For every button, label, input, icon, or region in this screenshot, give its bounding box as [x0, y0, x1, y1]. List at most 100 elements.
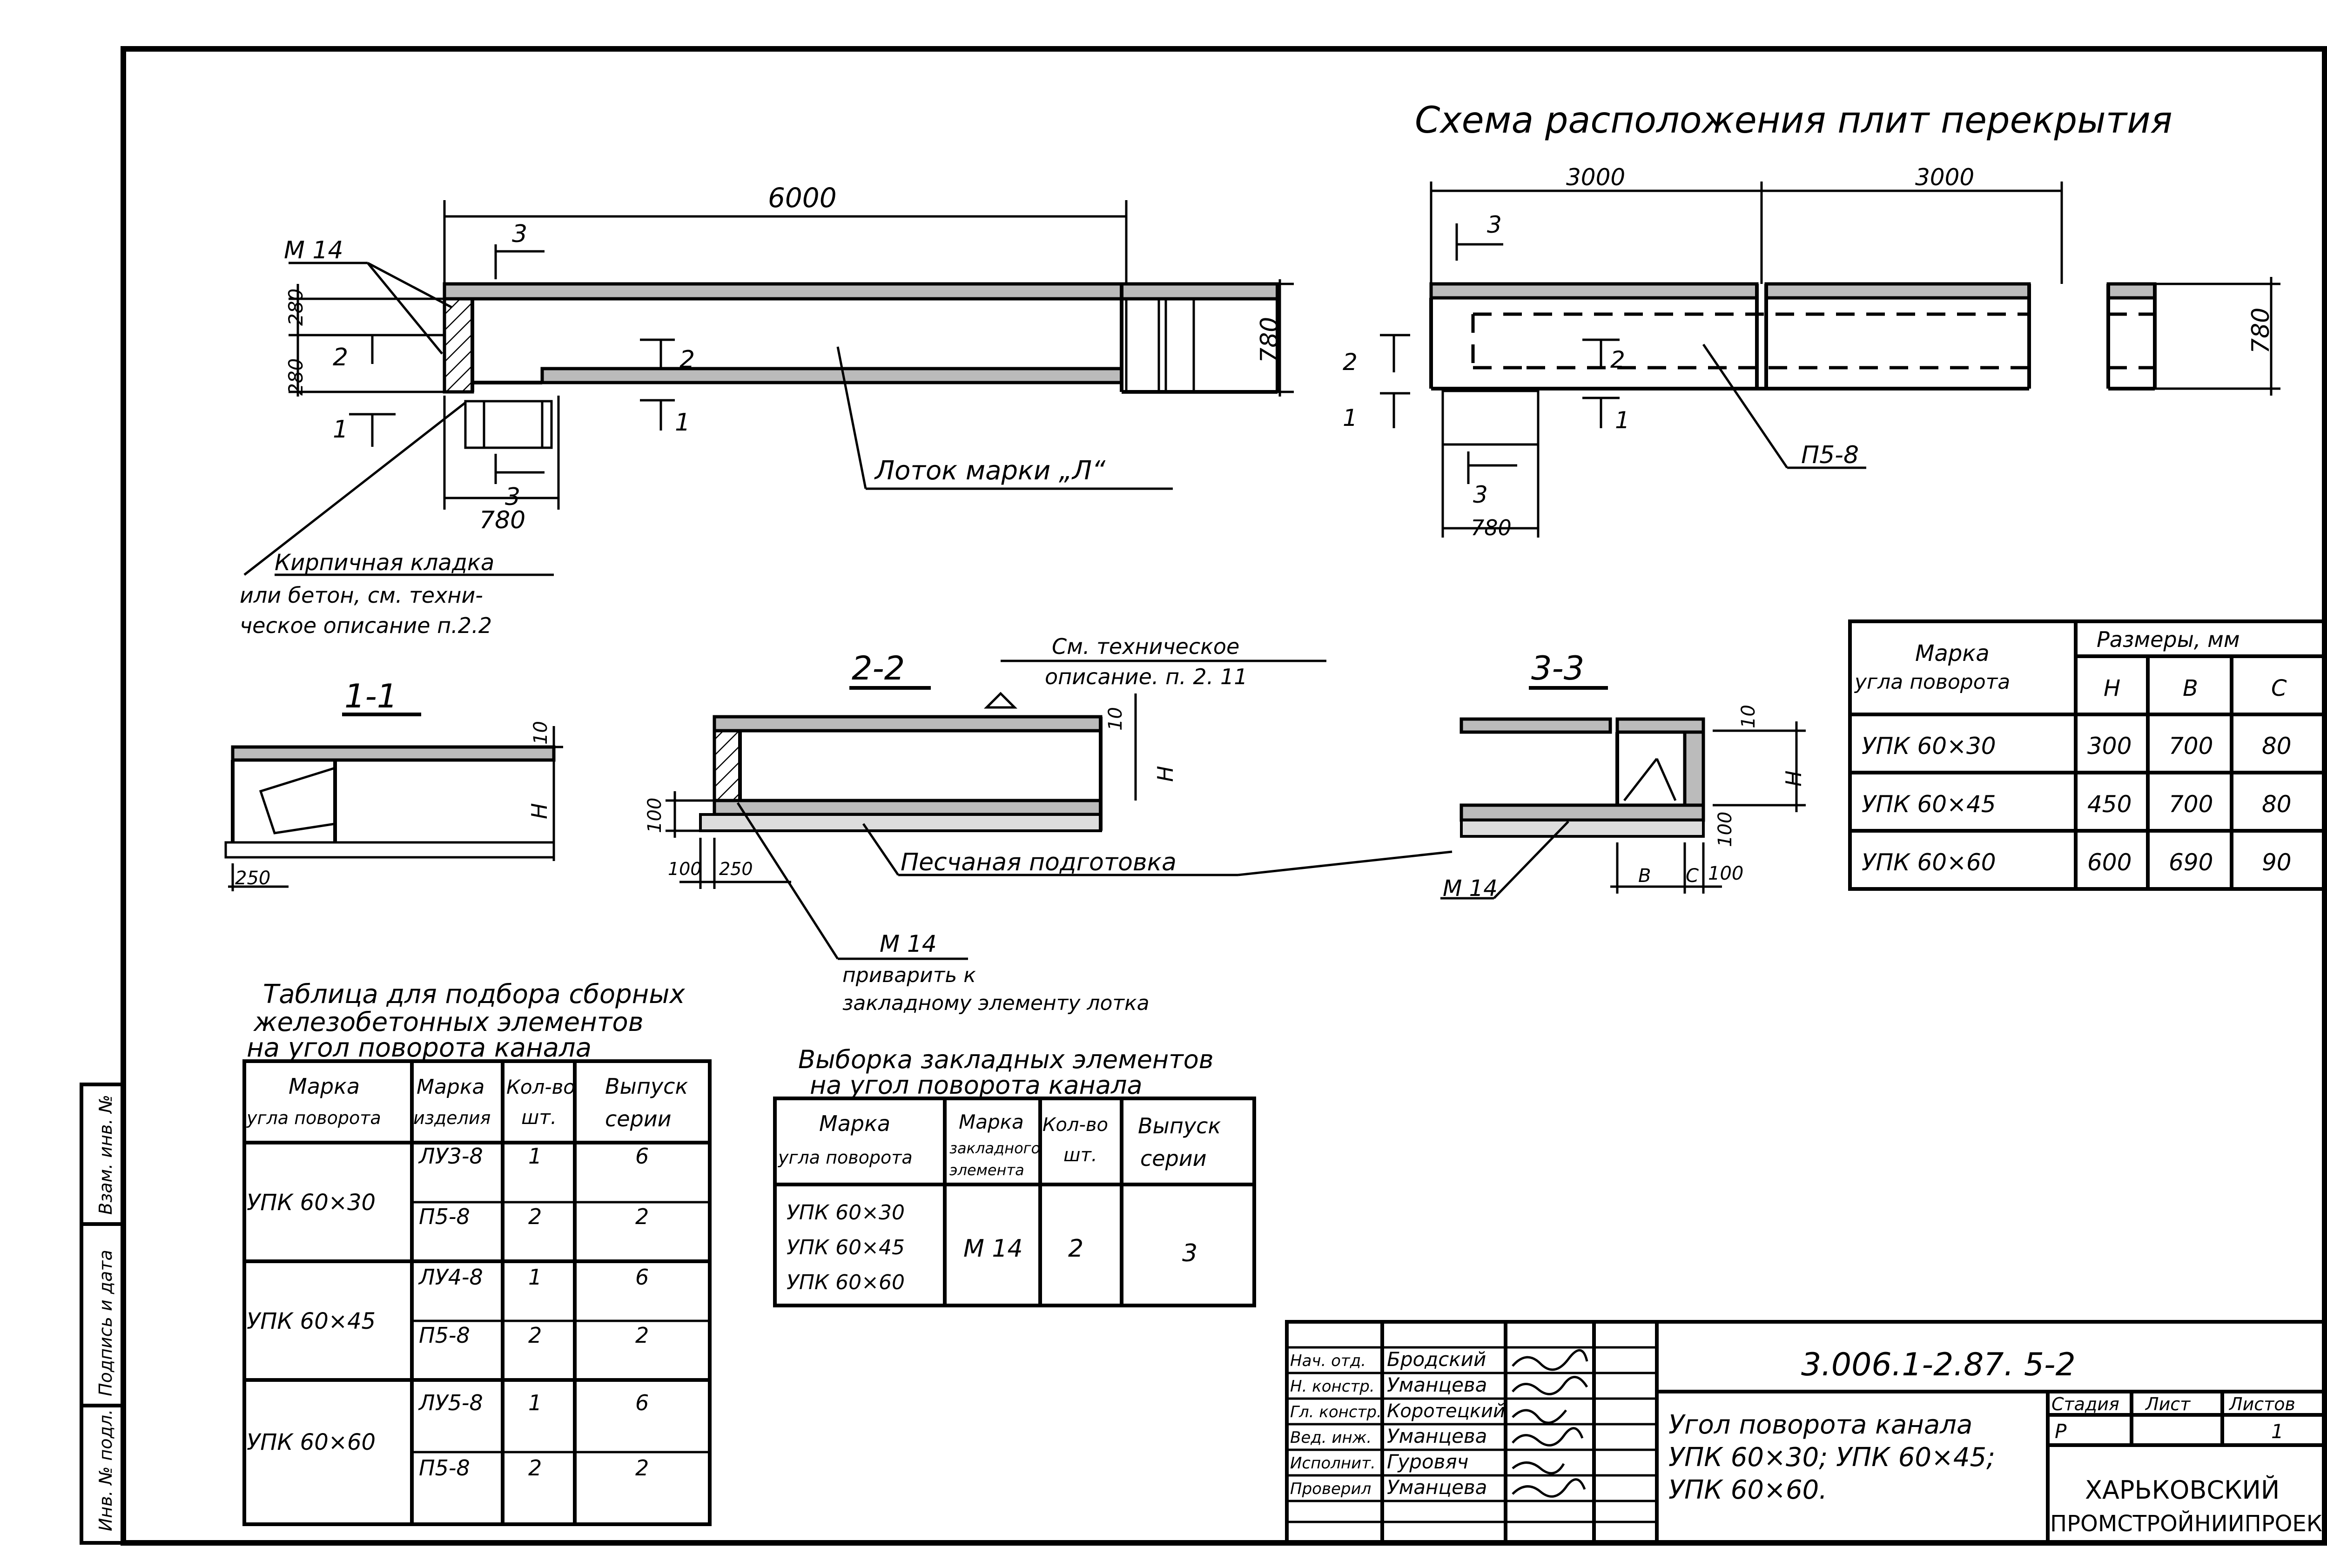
embed-series: 3 — [1182, 1239, 1197, 1267]
embed-mark-2: УПК 60×45 — [787, 1236, 905, 1259]
select-g2-q1: 1 — [528, 1265, 542, 1290]
embed-h1a: Марка — [819, 1111, 890, 1136]
brick-note-3: ческое описание п.2.2 — [240, 613, 492, 638]
tb-role-3: Гл. констр. — [1290, 1403, 1382, 1421]
select-h2a: Марка — [417, 1075, 484, 1099]
select-g1-q2: 2 — [528, 1204, 542, 1229]
dims-row3-c: 90 — [2262, 849, 2292, 876]
select-g1-q1: 1 — [528, 1144, 542, 1169]
plan-title: Схема расположения плит перекрытия — [1415, 100, 2172, 141]
section-1-1-title: 1-1 — [344, 677, 397, 715]
plan-left-cut-1b: 1 — [675, 409, 690, 437]
section-3-3-title: 3-3 — [1531, 649, 1584, 687]
plan-left-dim-height: 780 — [1256, 317, 1284, 363]
section-3-3-dim-b: В — [1638, 865, 1651, 887]
slab-label: П5-8 — [1801, 441, 1859, 469]
section-3-3: 3-3 H 10 100 В С 100 М 14 — [1440, 649, 1806, 902]
section-3-3-dim-100: 100 — [1708, 863, 1743, 884]
select-g1-s2: 2 — [635, 1204, 649, 1229]
tb-name-3: Коротецкий — [1387, 1400, 1505, 1422]
plan-left-m14: М 14 — [284, 236, 343, 264]
plan-right-cut-1: 1 — [1343, 404, 1358, 431]
section-3-3-dim-c: С — [1686, 865, 1699, 887]
side-stamp-replace: Взам. инв. № — [95, 1095, 116, 1215]
plan-right-cut-2b: 2 — [1610, 346, 1625, 373]
dims-col-h: Н — [2104, 675, 2120, 701]
plan-right-cut-3: 3 — [1487, 211, 1502, 238]
dims-row2-h: 450 — [2087, 791, 2132, 818]
plan-left-dim-bottom-offset: 280 — [284, 358, 307, 396]
plan-left-dim-bottom: 780 — [479, 506, 525, 534]
dims-row2-mark: УПК 60×45 — [1862, 791, 1996, 818]
select-h4b: серии — [605, 1106, 672, 1131]
select-g2-i2: П5-8 — [419, 1323, 470, 1348]
brick-note-2: или бетон, см. техни- — [240, 583, 483, 608]
select-g2-mark: УПК 60×45 — [247, 1308, 376, 1334]
select-g1-mark: УПК 60×30 — [247, 1190, 376, 1216]
tb-role-2: Н. констр. — [1290, 1377, 1375, 1396]
embed-h3a: Кол-во — [1042, 1114, 1108, 1136]
plan-left-cut-2b: 2 — [679, 346, 695, 374]
select-g3-q2: 2 — [528, 1455, 542, 1481]
select-h1b: угла поворота — [246, 1108, 381, 1128]
tb-name-2: Уманцева — [1387, 1373, 1487, 1396]
embed-h2c: элемента — [949, 1161, 1024, 1179]
tb-stage-label: Стадия — [2051, 1394, 2119, 1414]
dimensions-table: Марка угла поворота Размеры, мм Н В С УП… — [1848, 619, 2327, 891]
signature-5 — [1512, 1461, 1565, 1474]
signature-6 — [1512, 1478, 1586, 1498]
tb-org-2: ПРОМСТРОЙНИИПРОЕКТ — [2050, 1510, 2327, 1537]
side-stamp: Инв. № подл. Подпись и дата Взам. инв. № — [80, 1083, 125, 1545]
select-h3b: шт. — [521, 1106, 557, 1129]
dims-row1-mark: УПК 60×30 — [1862, 733, 1996, 760]
select-g3-q1: 1 — [528, 1390, 542, 1415]
tb-name-6: Уманцева — [1387, 1476, 1487, 1499]
embed-title-1: Выборка закладных элементов — [798, 1045, 1214, 1074]
select-h3a: Кол-во — [506, 1076, 575, 1098]
tb-role-4: Вед. инж. — [1290, 1428, 1372, 1447]
section-1-1-dim-top: 10 — [530, 721, 551, 745]
dims-row2-c: 80 — [2262, 791, 2292, 818]
select-g2-i1: ЛУ4-8 — [418, 1265, 483, 1290]
section-2-2-dim-left: 100 — [644, 798, 666, 833]
plan-right-cut-2: 2 — [1343, 349, 1358, 376]
dims-row1-c: 80 — [2262, 733, 2292, 760]
select-g2-s2: 2 — [635, 1323, 649, 1348]
side-stamp-sign: Подпись и дата — [95, 1250, 116, 1396]
select-title-1: Таблица для подбора сборных — [263, 979, 685, 1009]
embed-title-2: на угол поворота канала — [810, 1070, 1143, 1100]
select-g3-s1: 6 — [635, 1390, 649, 1415]
embed-h2b: закладного — [949, 1139, 1040, 1157]
section-2-2-note-2: описание. п. 2. 11 — [1045, 664, 1247, 689]
section-1-1-dim-bottom: 250 — [235, 868, 270, 889]
dims-col-c: С — [2271, 675, 2287, 701]
tb-stage: Р — [2055, 1420, 2067, 1443]
dims-row3-b: 690 — [2169, 849, 2213, 876]
plan-right-cut-1b: 1 — [1615, 407, 1630, 434]
dims-row1-h: 300 — [2087, 733, 2132, 760]
signature-4 — [1512, 1427, 1584, 1447]
embed-qty: 2 — [1068, 1235, 1083, 1263]
tb-name-1: Бродский — [1387, 1348, 1486, 1371]
tb-code: 3.006.1-2.87. 5-2 — [1801, 1346, 2076, 1383]
tb-name-4: Уманцева — [1387, 1425, 1487, 1447]
tb-role-1: Нач. отд. — [1290, 1352, 1366, 1370]
dims-row3-h: 600 — [2087, 849, 2132, 876]
brick-note-1: Кирпичная кладка — [275, 550, 494, 576]
plan-right-dim-left: 3000 — [1566, 164, 1625, 191]
plan-left: 6000 780 780 280 280 М 14 3 — [240, 182, 1294, 638]
tb-sheet-title-1: Угол поворота канала — [1668, 1410, 1972, 1440]
plan-left-cut-1: 1 — [333, 416, 348, 444]
select-g3-i2: П5-8 — [419, 1455, 470, 1481]
section-2-2-m14: М 14 — [880, 930, 937, 957]
plan-left-dim-length: 6000 — [768, 182, 837, 214]
signature-2 — [1512, 1376, 1588, 1395]
signature-3 — [1512, 1409, 1567, 1424]
selection-table: Таблица для подбора сборных железобетонн… — [242, 979, 712, 1526]
select-g1-i1: ЛУ3-8 — [418, 1144, 483, 1169]
tb-sheets-label: Листов — [2228, 1394, 2295, 1414]
plan-right-dim-bottom: 780 — [1471, 515, 1512, 540]
section-3-3-m14: М 14 — [1443, 875, 1498, 902]
dims-row3-mark: УПК 60×60 — [1862, 849, 1996, 876]
